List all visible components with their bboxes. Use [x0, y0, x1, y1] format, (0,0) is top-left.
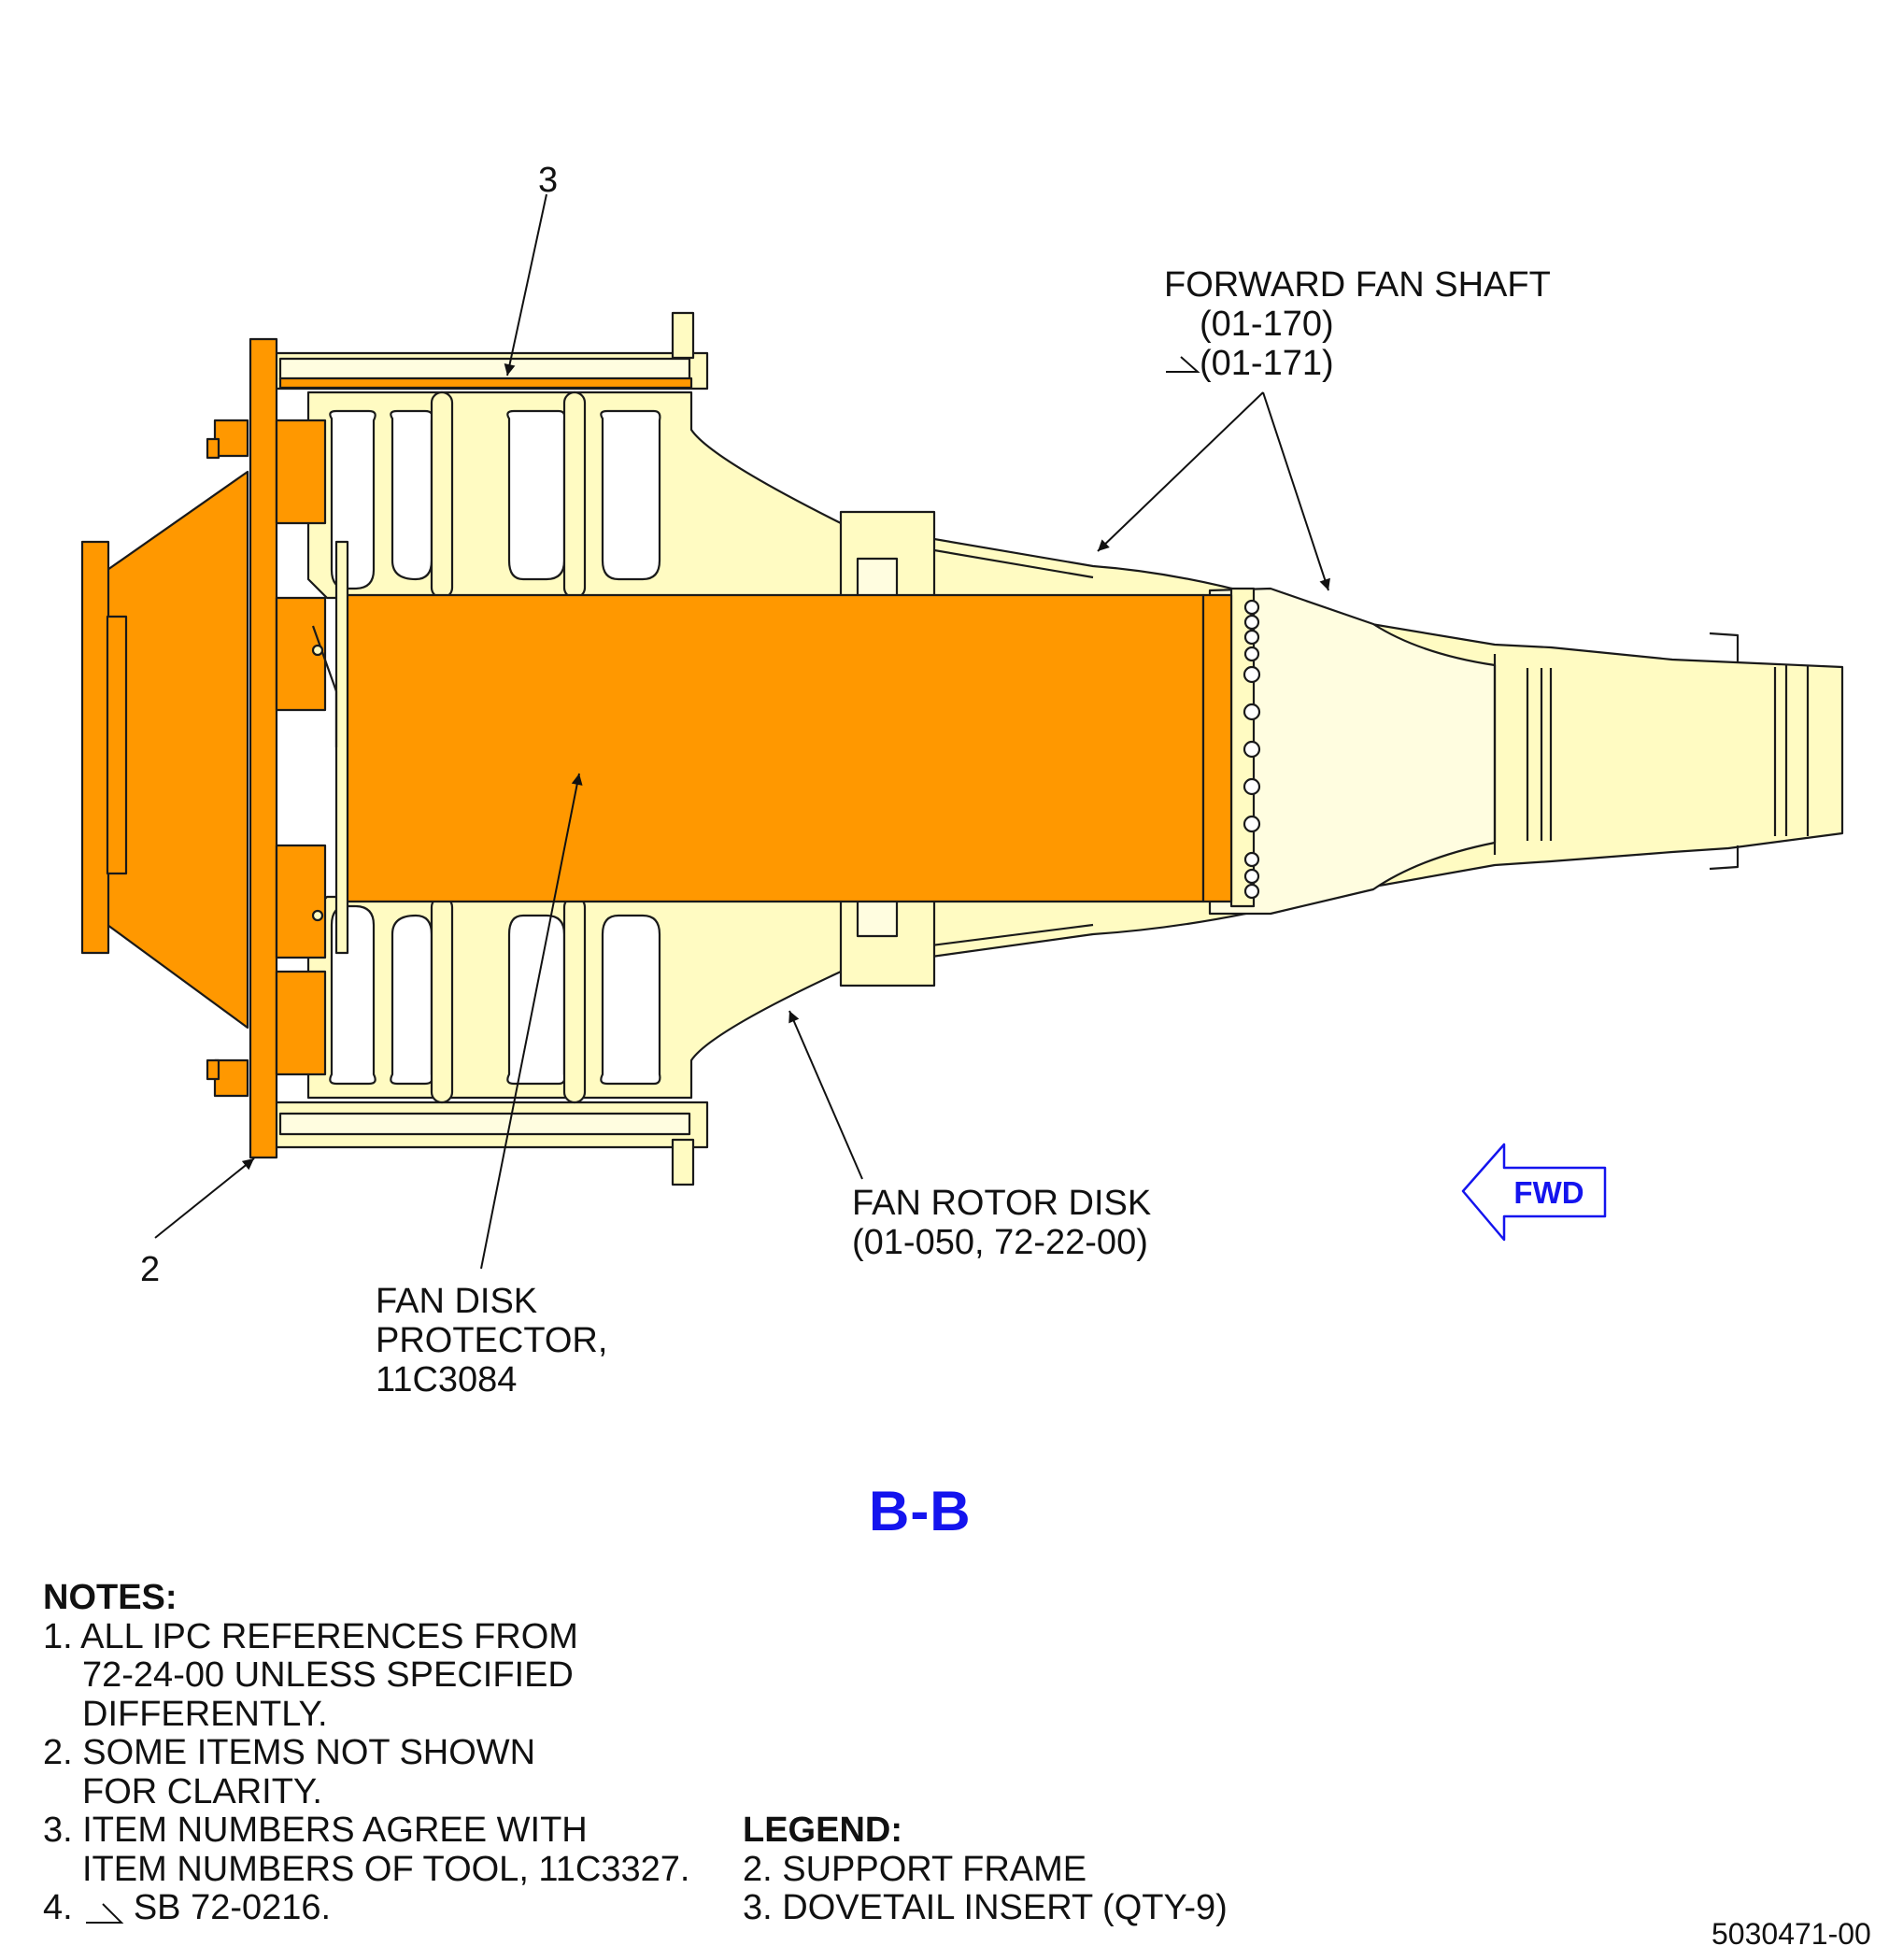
support-frame [80, 337, 327, 1159]
dovetail-insert-strip [278, 376, 693, 390]
callout-forward-fan-shaft: FORWARD FAN SHAFT [1164, 265, 1551, 305]
callout-shaft-ref2: (01-171) [1200, 344, 1334, 383]
callout-fan-disk-protector-1: FAN DISK [376, 1282, 538, 1321]
protector-flange [334, 540, 349, 955]
document-number: 5030471-00 [1711, 1917, 1871, 1951]
leader-shaft-a [1097, 391, 1264, 552]
leader-item3 [504, 193, 547, 376]
callout-item-2: 2 [140, 1250, 161, 1289]
sb-revision-marker-note [86, 1903, 124, 1924]
legend-item-3: 3. DOVETAIL INSERT (QTY-9) [743, 1888, 1228, 1927]
note-2-line-2: FOR CLARITY. [82, 1771, 322, 1811]
notes-block: NOTES: 1. ALL IPC REFERENCES FROM 72-24-… [43, 1578, 690, 1928]
callout-shaft-ref1: (01-170) [1200, 305, 1334, 344]
fwd-arrow-icon: FWD [1461, 1143, 1607, 1242]
dovetail-slots-bottom [329, 904, 661, 1086]
protector-end-band [1201, 593, 1233, 903]
note-4: 4. SB 72-0216. [43, 1888, 689, 1928]
note-1-line-2: 72-24-00 UNLESS SPECIFIED [82, 1655, 574, 1695]
legend-block: LEGEND: 2. SUPPORT FRAME 3. DOVETAIL INS… [743, 1811, 1228, 1928]
section-label: B-B [869, 1480, 972, 1542]
note-4-prefix: 4. [43, 1888, 73, 1927]
fwd-label: FWD [1513, 1175, 1584, 1210]
legend-item-2: 2. SUPPORT FRAME [743, 1849, 1087, 1889]
note-4-text: SB 72-0216. [133, 1888, 332, 1927]
notes-header: NOTES: [43, 1578, 178, 1617]
note-2-line-1: 2. SOME ITEMS NOT SHOWN [43, 1733, 536, 1772]
leader-shaft-b [1262, 391, 1330, 591]
callout-fan-disk-protector-2: PROTECTOR, [376, 1321, 608, 1360]
note-3-line-2: ITEM NUMBERS OF TOOL, 11C3327. [82, 1849, 690, 1889]
sb-revision-marker [1166, 356, 1200, 373]
leader-rotor-disk [788, 1010, 863, 1180]
shaft-hole-ring [1243, 599, 1261, 900]
note-3-line-1: 3. ITEM NUMBERS AGREE WITH [43, 1811, 588, 1850]
legend-header: LEGEND: [743, 1811, 902, 1850]
callout-item-3: 3 [538, 161, 559, 200]
leader-item2 [154, 1158, 255, 1239]
callout-fan-disk-protector-3: 11C3084 [376, 1360, 518, 1399]
leader-lines [154, 193, 1330, 1270]
callout-fan-rotor-disk-ref: (01-050, 72-22-00) [852, 1223, 1148, 1262]
callout-fan-rotor-disk: FAN ROTOR DISK [852, 1184, 1152, 1223]
note-1-line-3: DIFFERENTLY. [82, 1694, 328, 1734]
note-1-line-1: 1. ALL IPC REFERENCES FROM [43, 1616, 578, 1656]
leader-protector [480, 773, 583, 1270]
fan-disk-protector [344, 593, 1205, 903]
